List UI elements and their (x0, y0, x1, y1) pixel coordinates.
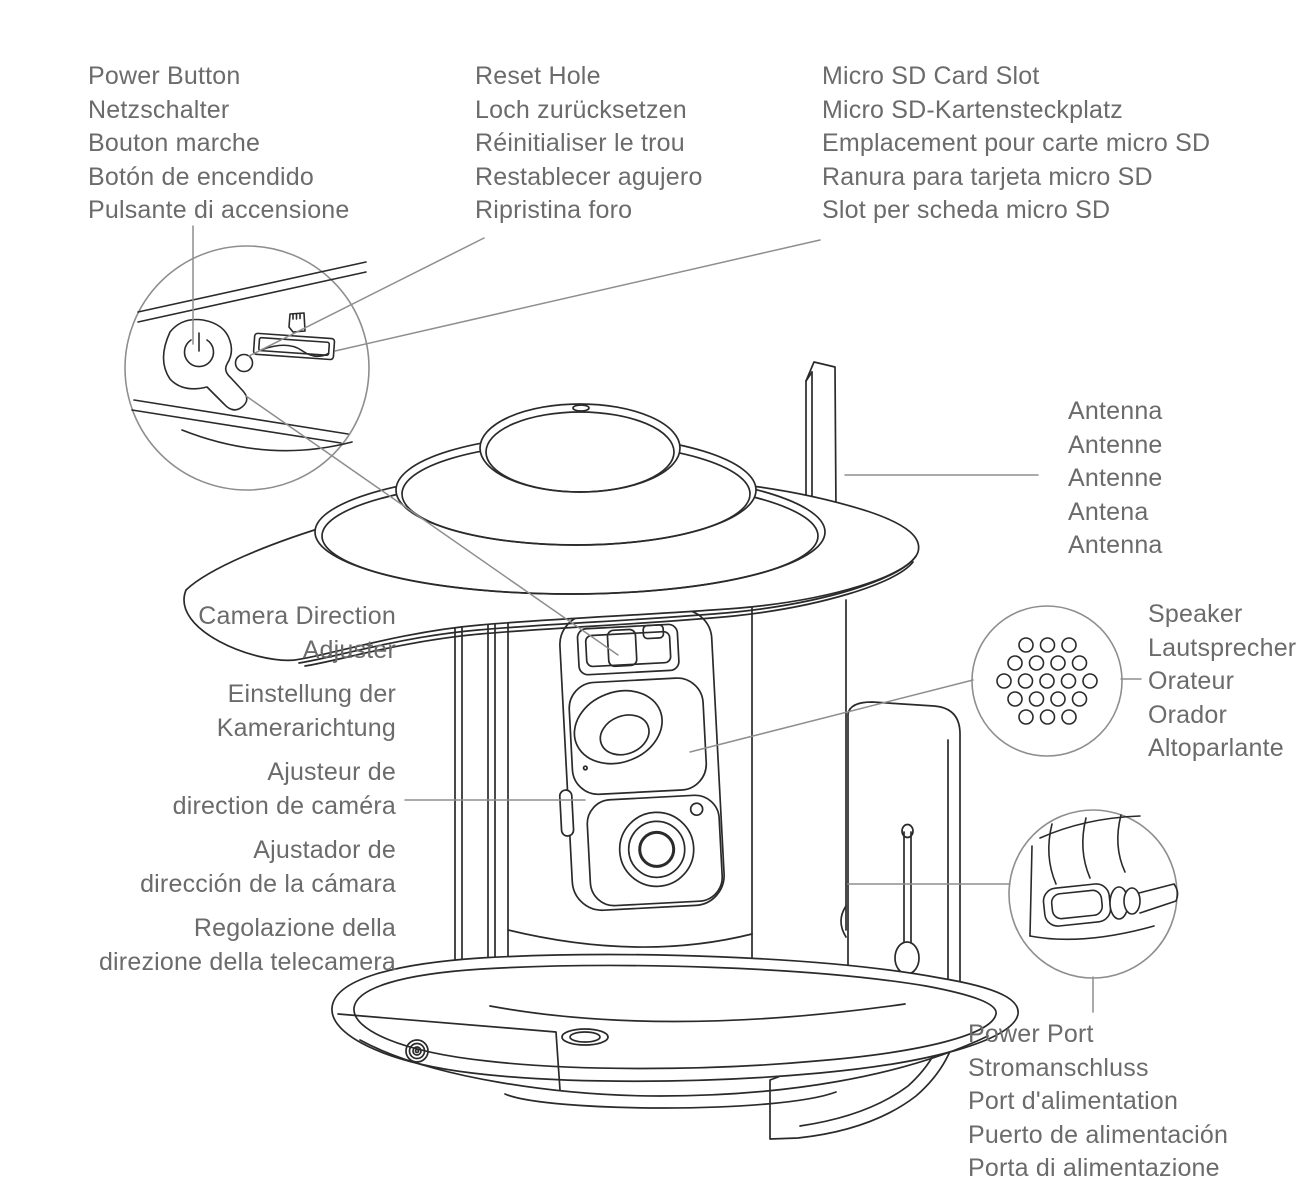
label-line: Ajusteur de (267, 758, 396, 786)
label-line: Power Port (968, 1020, 1094, 1048)
lower-camera-lens (586, 794, 724, 907)
upper-lens-window (568, 677, 708, 796)
leader-speaker (689, 679, 974, 753)
label-line: Speaker (1148, 600, 1243, 628)
label-line: Adjuster (302, 635, 396, 664)
label-line: dirección de la cámara (140, 869, 396, 898)
label-line: Antenne (1068, 464, 1163, 492)
label-line: direzione della telecamera (98, 947, 396, 976)
power-button-icon (162, 318, 248, 411)
label-line: Bouton marche (88, 129, 261, 157)
label-line: Pulsante di accensione (88, 196, 350, 224)
label-line: Antenna (1068, 397, 1163, 425)
reset-hole-icon (234, 353, 254, 373)
label-line: Reset Hole (475, 62, 601, 90)
label-line: Altoparlante (1148, 734, 1284, 762)
label-line: Loch zurücksetzen (475, 95, 687, 124)
label-line: Camera Direction (198, 602, 396, 630)
label-line: Regolazione della (193, 914, 396, 942)
label-line: Porta di alimentazione (968, 1154, 1220, 1182)
label-micro-sd-card-slot: Micro SD Card Slot Micro SD-Kartensteckp… (822, 60, 1210, 228)
label-antenna: Antenna Antenne Antenne Antena Antenna (1068, 395, 1163, 563)
leader-detail-locator (245, 395, 619, 656)
label-line: Orateur (1148, 667, 1235, 695)
label-line: Power Button (88, 62, 241, 90)
label-line: Stromanschluss (968, 1053, 1149, 1082)
label-line: Réinitialiser le trou (475, 129, 685, 157)
label-line: Antena (1068, 497, 1149, 526)
roof-drawing (183, 403, 920, 667)
tray-screw-insert (405, 1039, 429, 1063)
detail-circle-speaker (971, 605, 1123, 757)
label-power-port: Power Port Stromanschluss Port d'aliment… (968, 1018, 1228, 1186)
label-speaker: Speaker Lautsprecher Orateur Orador Alto… (1148, 598, 1296, 766)
label-reset-hole: Reset Hole Loch zurücksetzen Réinitialis… (475, 60, 703, 228)
power-cable (1138, 883, 1179, 914)
detail-circle-power-port (1008, 809, 1179, 979)
label-line: Restablecer agujero (475, 162, 703, 191)
label-line: Antenne (1068, 430, 1163, 459)
detail-circle-controls (124, 245, 370, 491)
label-line: direction de caméra (172, 791, 396, 820)
status-led (689, 802, 704, 817)
label-line: Emplacement pour carte micro SD (822, 129, 1211, 157)
leader-reset-hole (248, 237, 485, 357)
label-line: Puerto de alimentación (968, 1120, 1229, 1149)
sd-card-slot-icon (252, 332, 336, 361)
label-line: Micro SD Card Slot (822, 62, 1040, 90)
feeding-tray-drawing (331, 953, 1019, 1109)
label-line: Ripristina foro (475, 196, 633, 224)
power-plug-icon (1042, 883, 1179, 927)
label-line: Orador (1148, 700, 1228, 729)
label-line: Netzschalter (88, 95, 230, 124)
label-line: Ranura para tarjeta micro SD (822, 162, 1153, 191)
bracket-screw-post (894, 823, 920, 975)
label-line: Antenna (1068, 531, 1163, 559)
leader-micro-sd (334, 239, 821, 352)
label-line: Port d'alimentation (968, 1087, 1179, 1115)
roof-top-hole (572, 404, 590, 412)
tray-drain-hole (561, 1028, 609, 1046)
label-line: Lautsprecher (1148, 633, 1297, 662)
adjuster-side-tab (558, 789, 575, 837)
antenna-drawing (805, 361, 837, 513)
label-line: Einstellung der (227, 680, 396, 708)
label-line: Botón de encendido (88, 162, 315, 191)
speaker-holes (996, 637, 1098, 725)
label-line: Slot per scheda micro SD (822, 196, 1111, 224)
camera-module-drawing (558, 608, 725, 912)
label-line: Micro SD-Kartensteckplatz (822, 95, 1123, 124)
label-line: Ajustador de (253, 836, 396, 864)
label-camera-direction-adjuster: Camera Direction Adjuster Einstellung de… (36, 600, 396, 979)
label-line: Kamerarichtung (216, 713, 396, 742)
camera-direction-adjuster-plate (576, 623, 680, 676)
label-power-button: Power Button Netzschalter Bouton marche … (88, 60, 350, 228)
